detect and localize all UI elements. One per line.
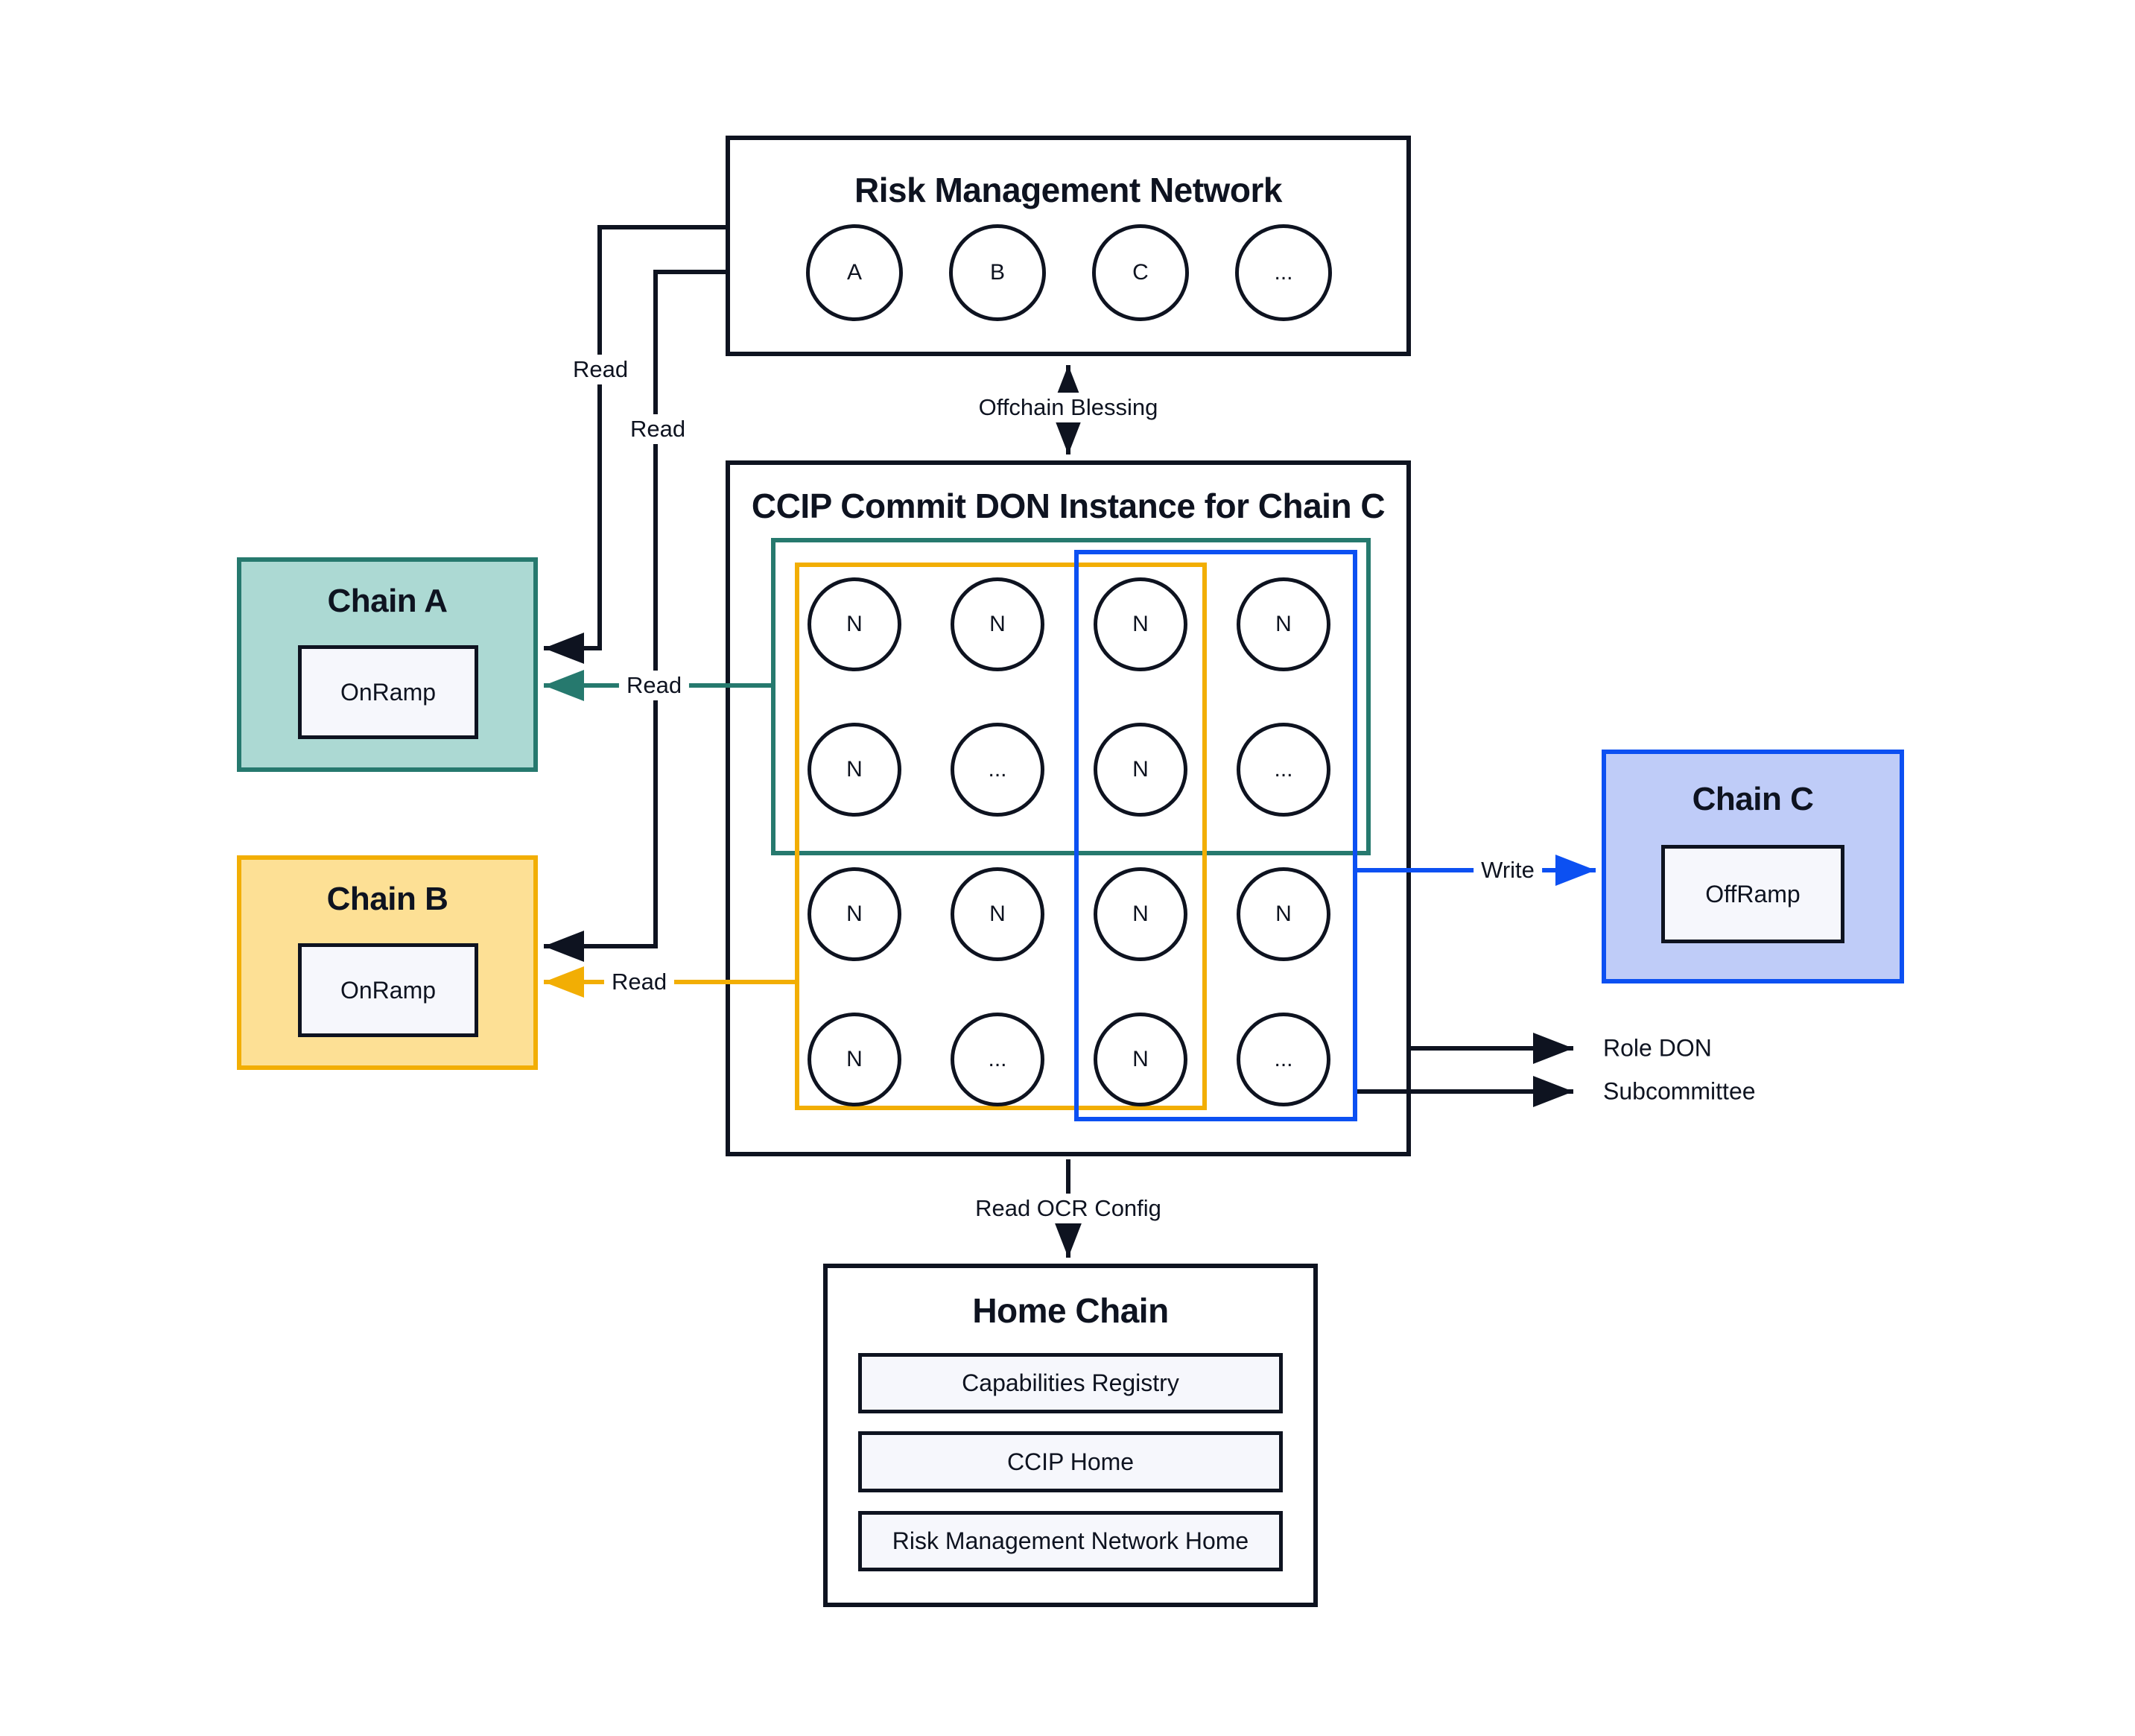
don-node-r3c1: N	[808, 867, 901, 961]
rmn-node-b-label: B	[989, 260, 1005, 285]
don-node-label: ...	[988, 1047, 1007, 1071]
don-node-label: N	[1275, 612, 1292, 636]
chain-a-title: Chain A	[327, 583, 448, 619]
rmn-node-b: B	[949, 224, 1046, 321]
ccip-commit-don-title: CCIP Commit DON Instance for Chain C	[751, 487, 1386, 525]
risk-management-network-title: Risk Management Network	[854, 171, 1282, 209]
don-node-r1c3: N	[1094, 577, 1187, 671]
don-node-label: ...	[988, 757, 1007, 782]
ccip-home-box: CCIP Home	[858, 1431, 1283, 1492]
don-node-label: N	[1275, 902, 1292, 926]
home-chain-title: Home Chain	[972, 1291, 1169, 1330]
read-ocr-config-label: Read OCR Config	[968, 1194, 1169, 1223]
don-node-r4c3: N	[1094, 1013, 1187, 1106]
read-rmn-to-b-label: Read	[622, 414, 694, 444]
don-node-label: N	[846, 1047, 863, 1071]
don-node-r2c3: N	[1094, 723, 1187, 817]
rmn-node-more-label: ...	[1274, 260, 1293, 285]
subcommittee-label: Subcommittee	[1603, 1077, 1756, 1106]
chain-c-title: Chain C	[1692, 781, 1814, 817]
chain-b-title: Chain B	[326, 881, 448, 917]
rmn-node-a: A	[806, 224, 903, 321]
chain-a-box: Chain A OnRamp	[237, 557, 538, 772]
rmn-home-label: Risk Management Network Home	[892, 1527, 1249, 1554]
don-node-label: N	[1132, 757, 1149, 782]
don-node-r4c2: ...	[951, 1013, 1044, 1106]
don-node-r2c1: N	[808, 723, 901, 817]
read-don-to-a-label: Read	[618, 671, 690, 700]
role-don-label: Role DON	[1603, 1034, 1712, 1062]
write-label: Write	[1473, 855, 1542, 885]
don-node-r1c1: N	[808, 577, 901, 671]
offchain-blessing-label: Offchain Blessing	[971, 393, 1166, 422]
don-node-label: N	[989, 902, 1006, 926]
don-node-label: N	[1132, 902, 1149, 926]
read-rmn-to-a-label: Read	[565, 355, 636, 384]
don-node-label: N	[846, 757, 863, 782]
don-node-label: N	[989, 612, 1006, 636]
don-node-label: ...	[1274, 1047, 1293, 1071]
home-chain-box: Home Chain Capabilities Registry CCIP Ho…	[823, 1264, 1318, 1607]
read-don-to-b-label: Read	[603, 967, 675, 997]
rmn-node-c-label: C	[1132, 260, 1149, 285]
rmn-home-box: Risk Management Network Home	[858, 1511, 1283, 1571]
don-node-label: N	[846, 902, 863, 926]
chain-a-onramp-label: OnRamp	[340, 678, 437, 706]
chain-a-onramp-box: OnRamp	[298, 645, 478, 739]
chain-a-read-subset-outline	[771, 538, 1371, 855]
don-node-label: ...	[1274, 757, 1293, 782]
don-node-r1c4: N	[1237, 577, 1330, 671]
ccip-home-label: CCIP Home	[1006, 1448, 1135, 1475]
chain-c-box: Chain C OffRamp	[1602, 750, 1904, 983]
chain-b-onramp-box: OnRamp	[298, 943, 478, 1037]
rmn-node-c: C	[1092, 224, 1189, 321]
chain-c-offramp-label: OffRamp	[1705, 880, 1801, 907]
don-node-label: N	[1132, 612, 1149, 636]
chain-b-read-subset-outline	[795, 563, 1207, 1110]
don-node-r2c4: ...	[1237, 723, 1330, 817]
rmn-node-more: ...	[1235, 224, 1332, 321]
don-node-r2c2: ...	[951, 723, 1044, 817]
chain-b-box: Chain B OnRamp	[237, 855, 538, 1070]
don-node-r4c1: N	[808, 1013, 901, 1106]
don-node-r3c2: N	[951, 867, 1044, 961]
don-node-label: N	[846, 612, 863, 636]
chain-c-write-subset-outline	[1074, 550, 1357, 1121]
don-node-r1c2: N	[951, 577, 1044, 671]
capabilities-registry-box: Capabilities Registry	[858, 1353, 1283, 1413]
chain-b-onramp-label: OnRamp	[340, 976, 437, 1004]
rmn-node-a-label: A	[846, 260, 862, 285]
don-node-r3c3: N	[1094, 867, 1187, 961]
don-node-label: N	[1132, 1047, 1149, 1071]
capabilities-registry-label: Capabilities Registry	[962, 1369, 1179, 1396]
don-node-r3c4: N	[1237, 867, 1330, 961]
chain-c-offramp-box: OffRamp	[1661, 845, 1844, 943]
don-node-r4c4: ...	[1237, 1013, 1330, 1106]
